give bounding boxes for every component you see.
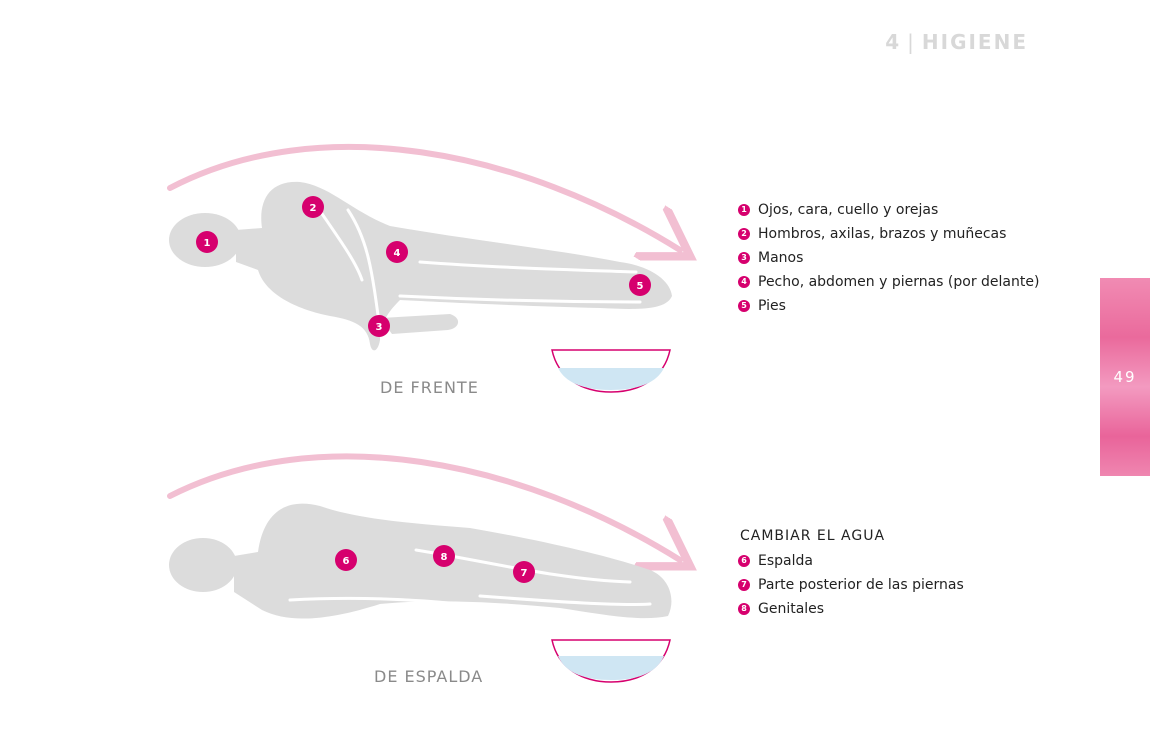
legend-text-8: Genitales xyxy=(758,601,825,617)
back-arrow xyxy=(167,453,680,560)
marker-1: 1 xyxy=(196,231,218,253)
legend-item-7: 7 Parte posterior de las piernas xyxy=(738,573,964,597)
back-legend: 6 Espalda 7 Parte posterior de las piernas… xyxy=(738,549,964,621)
back-caption: DE ESPALDA xyxy=(374,667,484,686)
legend-number-1: 1 xyxy=(738,204,750,216)
svg-text:4: 4 xyxy=(394,248,401,259)
chapter-title: HIGIENE xyxy=(921,30,1028,54)
front-caption: DE FRENTE xyxy=(380,378,479,397)
svg-text:6: 6 xyxy=(343,556,350,567)
page-tab: 49 xyxy=(1100,278,1150,476)
back-markers: 6 8 7 xyxy=(335,545,535,583)
back-view: 6 8 7 xyxy=(167,453,680,683)
svg-text:1: 1 xyxy=(204,238,211,249)
front-markers: 1 2 3 4 5 xyxy=(196,196,651,337)
legend-item-2: 2 Hombros, axilas, brazos y muñecas xyxy=(738,222,1039,246)
svg-text:7: 7 xyxy=(521,568,528,579)
legend-number-8: 8 xyxy=(738,603,750,615)
legend-item-6: 6 Espalda xyxy=(738,549,964,573)
marker-7: 7 xyxy=(513,561,535,583)
legend-item-1: 1 Ojos, cara, cuello y orejas xyxy=(738,198,1039,222)
legend-text-6: Espalda xyxy=(758,553,813,569)
chapter-header: 4|HIGIENE xyxy=(885,30,1028,54)
legend-item-3: 3 Manos xyxy=(738,246,1039,270)
back-water-bowl xyxy=(551,639,671,683)
header-separator: | xyxy=(907,30,916,54)
svg-text:5: 5 xyxy=(637,281,644,292)
legend-item-5: 5 Pies xyxy=(738,294,1039,318)
front-body-lines xyxy=(316,206,642,332)
svg-text:3: 3 xyxy=(376,322,383,333)
svg-text:2: 2 xyxy=(310,203,317,214)
legend-text-2: Hombros, axilas, brazos y muñecas xyxy=(758,226,1007,242)
legend-text-1: Ojos, cara, cuello y orejas xyxy=(758,202,939,218)
legend-number-3: 3 xyxy=(738,252,750,264)
marker-3: 3 xyxy=(368,315,390,337)
legend-text-7: Parte posterior de las piernas xyxy=(758,577,964,593)
chapter-number: 4 xyxy=(885,30,902,54)
legend-text-5: Pies xyxy=(758,298,786,314)
legend-number-4: 4 xyxy=(738,276,750,288)
front-legend: 1 Ojos, cara, cuello y orejas 2 Hombros, a… xyxy=(738,198,1039,318)
legend-number-5: 5 xyxy=(738,300,750,312)
front-arrow xyxy=(167,143,680,250)
marker-8: 8 xyxy=(433,545,455,567)
marker-4: 4 xyxy=(386,241,408,263)
front-water-bowl xyxy=(551,349,671,393)
legend-text-3: Manos xyxy=(758,250,804,266)
legend-item-4: 4 Pecho, abdomen y piernas (por delante) xyxy=(738,270,1039,294)
legend-number-7: 7 xyxy=(738,579,750,591)
legend-text-4: Pecho, abdomen y piernas (por delante) xyxy=(758,274,1040,290)
front-view: 1 2 3 4 5 xyxy=(167,143,680,393)
legend-number-6: 6 xyxy=(738,555,750,567)
marker-6: 6 xyxy=(335,549,357,571)
change-water-title: CAMBIAR EL AGUA xyxy=(740,528,886,544)
svg-text:8: 8 xyxy=(441,552,448,563)
legend-number-2: 2 xyxy=(738,228,750,240)
marker-5: 5 xyxy=(629,274,651,296)
marker-2: 2 xyxy=(302,196,324,218)
page-number: 49 xyxy=(1113,368,1137,386)
legend-item-8: 8 Genitales xyxy=(738,597,964,621)
